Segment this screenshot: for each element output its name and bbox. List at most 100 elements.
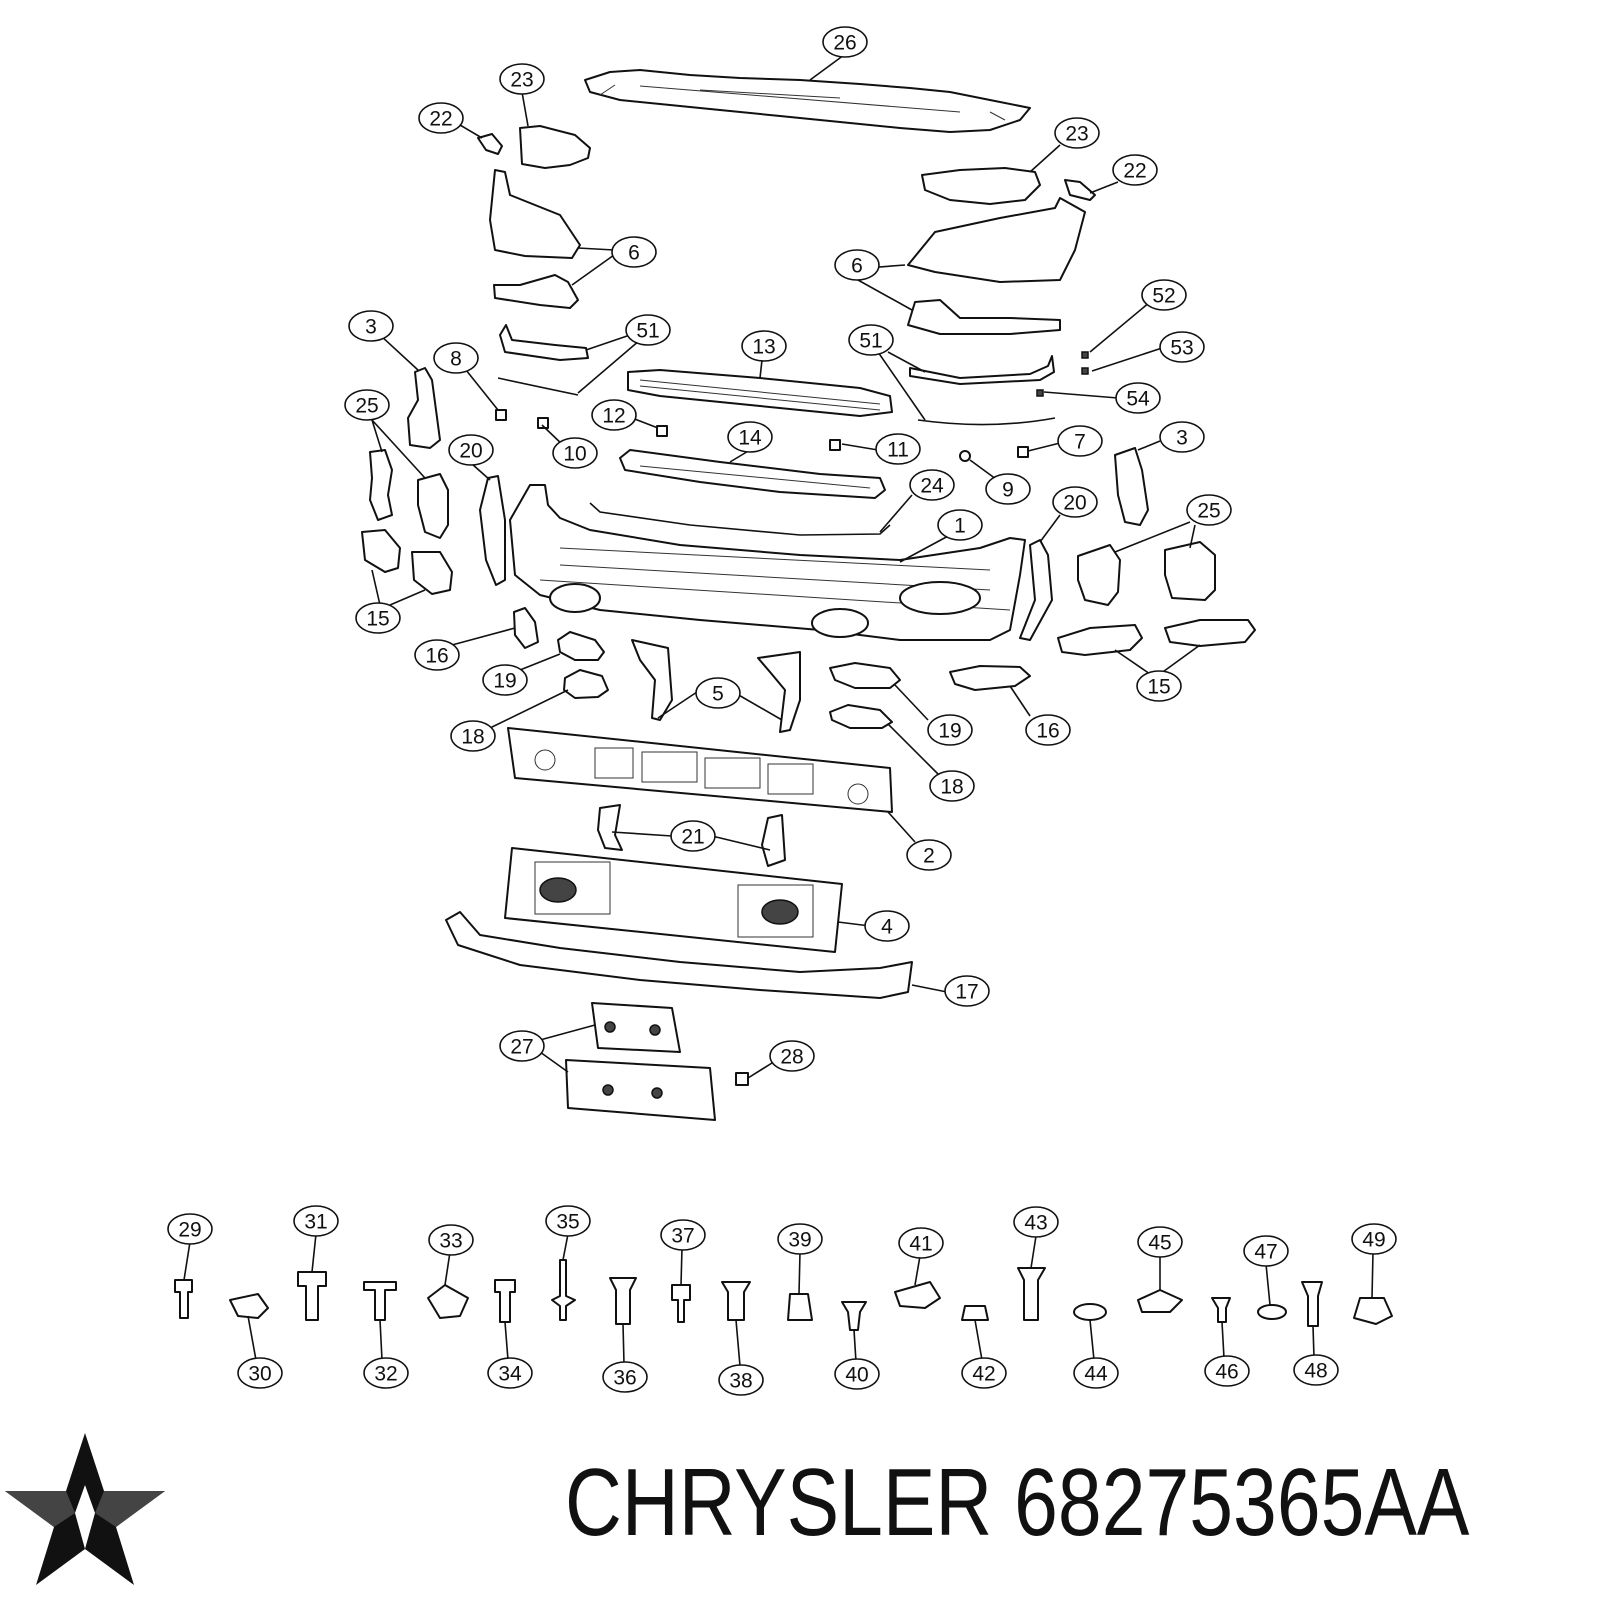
callout-21: 21 (670, 820, 716, 852)
callout-oval (1204, 1355, 1250, 1387)
callout-32: 32 (363, 1357, 409, 1389)
bumper-fog-right (899, 581, 981, 615)
callout-oval (1159, 331, 1205, 363)
part-15-right-b (1164, 619, 1256, 647)
callout-oval (1141, 279, 1187, 311)
callout-number: 40 (845, 1364, 868, 1387)
part-14-lower-grille (619, 449, 886, 499)
callout-number: 45 (1148, 1232, 1171, 1255)
callout-6: 6 (611, 236, 657, 268)
callout-oval (927, 714, 973, 746)
callout-14: 14 (727, 421, 773, 453)
part-40 (841, 1301, 867, 1331)
brand-name: CHRYSLER (565, 1449, 993, 1556)
callout-oval (834, 1358, 880, 1390)
part-27-lower (565, 1059, 716, 1121)
part-4-panel (504, 847, 843, 953)
callout-oval (237, 1357, 283, 1389)
callout-number: 29 (178, 1219, 201, 1242)
callout-13: 13 (741, 330, 787, 362)
callout-number: 21 (681, 826, 704, 849)
callout-oval (1057, 425, 1103, 457)
part-25-right-a (1077, 544, 1121, 606)
part-19-left (557, 631, 605, 661)
part-51-left-wire (497, 377, 579, 396)
callout-number: 2 (923, 845, 935, 868)
part-25-left-b (417, 473, 449, 539)
callout-oval (418, 102, 464, 134)
callout-oval (450, 720, 496, 752)
part-31 (297, 1271, 327, 1321)
callout-oval (552, 437, 598, 469)
callout-oval (769, 1040, 815, 1072)
callout-oval (718, 1364, 764, 1396)
part-29 (174, 1279, 193, 1319)
part-35 (551, 1259, 576, 1321)
part-23-left (519, 125, 591, 169)
callout-number: 25 (355, 395, 378, 418)
callout-38: 38 (718, 1364, 764, 1396)
part-25-left-a (369, 449, 393, 521)
part-12 (656, 425, 668, 437)
callout-oval (487, 1357, 533, 1389)
callout-number: 16 (425, 645, 448, 668)
part-51-left (499, 324, 589, 361)
callout-oval (1073, 1357, 1119, 1389)
part-5-left (631, 639, 673, 721)
callout-15: 15 (355, 602, 401, 634)
callout-oval (1052, 486, 1098, 518)
part-44 (1073, 1303, 1107, 1321)
callout-oval (482, 664, 528, 696)
callout-oval (1186, 494, 1232, 526)
part-47 (1257, 1304, 1287, 1320)
callout-number: 51 (636, 320, 659, 343)
callout-19: 19 (482, 664, 528, 696)
callout-number: 3 (365, 316, 377, 339)
callout-oval (937, 509, 983, 541)
part-19-right (829, 662, 901, 689)
callout-number: 37 (671, 1225, 694, 1248)
callout-30: 30 (237, 1357, 283, 1389)
callout-oval (875, 433, 921, 465)
callout-number: 11 (887, 439, 909, 462)
part-23-right (921, 167, 1041, 205)
part-43 (1017, 1267, 1046, 1321)
callout-number: 22 (429, 108, 452, 131)
callout-26: 26 (822, 26, 868, 58)
callout-oval (591, 399, 637, 431)
callout-oval (344, 389, 390, 421)
callout-24: 24 (909, 469, 955, 501)
callout-number: 36 (613, 1367, 636, 1390)
callout-oval (499, 63, 545, 95)
callout-oval (929, 770, 975, 802)
callout-oval (1351, 1223, 1397, 1255)
callout-oval (355, 602, 401, 634)
callout-7: 7 (1057, 425, 1103, 457)
part-10 (537, 417, 549, 429)
callout-oval (822, 26, 868, 58)
callout-number: 16 (1036, 720, 1059, 743)
callout-2: 2 (906, 839, 952, 871)
callout-45: 45 (1137, 1226, 1183, 1258)
callout-47: 47 (1243, 1235, 1289, 1267)
callout-31: 31 (293, 1205, 339, 1237)
callout-oval (670, 820, 716, 852)
part-8 (495, 409, 507, 421)
callout-number: 7 (1074, 431, 1086, 454)
part-33 (427, 1284, 469, 1319)
part-22-right (1064, 179, 1096, 201)
callout-39: 39 (777, 1223, 823, 1255)
callout-oval (1159, 421, 1205, 453)
callout-oval (727, 421, 773, 453)
part-17-valance (445, 911, 913, 999)
callout-number: 19 (493, 670, 516, 693)
part-28 (735, 1072, 749, 1086)
callout-number: 12 (602, 405, 625, 428)
fasteners-row (174, 1259, 1393, 1331)
callout-number: 47 (1254, 1241, 1277, 1264)
callout-number: 54 (1126, 388, 1150, 411)
callout-oval (448, 434, 494, 466)
part-18-left (563, 669, 609, 699)
callout-number: 31 (304, 1211, 327, 1234)
